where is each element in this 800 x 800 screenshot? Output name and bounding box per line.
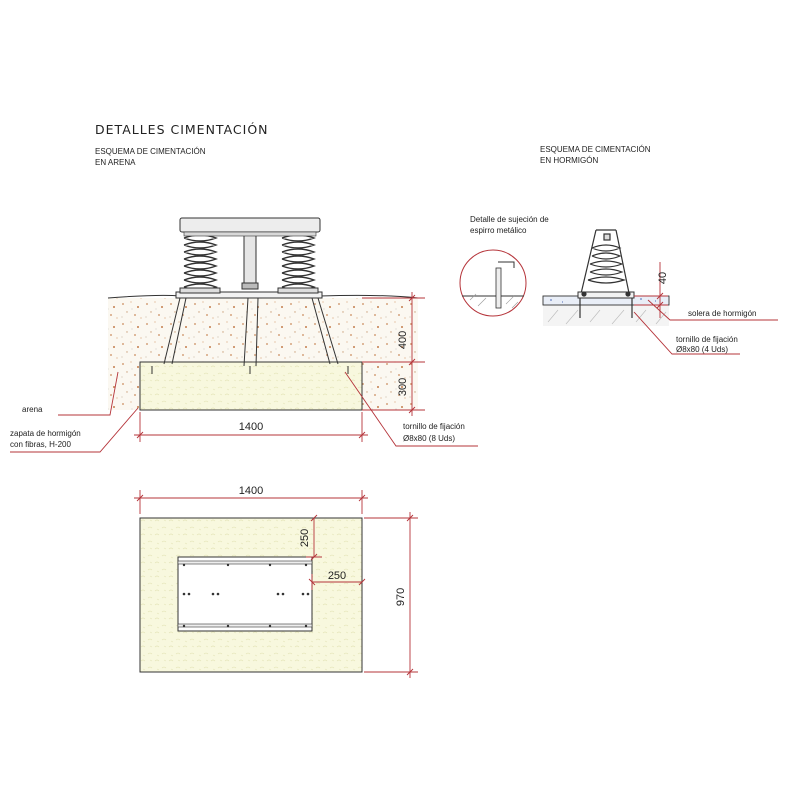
dim-offset-side-250: 250 bbox=[328, 570, 346, 582]
label-bolt-left-line2: Ø8x80 (8 Uds) bbox=[403, 434, 455, 443]
left-heading-line1: ESQUEMA DE CIMENTACIÓN bbox=[95, 147, 206, 156]
plan-view: 1400 970 250 250 bbox=[134, 485, 418, 678]
label-bolt-left-line1: tornillo de fijación bbox=[403, 422, 465, 431]
concrete-section: Detalle de sujeción de espirro metálico … bbox=[459, 215, 778, 355]
label-footing-line2: con fibras, H-200 bbox=[10, 440, 71, 449]
label-sand: arena bbox=[22, 405, 43, 414]
anchor-post-left bbox=[163, 297, 187, 365]
drawing-title: DETALLES CIMENTACIÓN bbox=[95, 122, 269, 137]
label-bolt-right-line2: Ø8x80 (4 Uds) bbox=[676, 345, 728, 354]
frame-tower bbox=[579, 229, 631, 299]
ground-hatch bbox=[543, 304, 669, 326]
spring-mount-left bbox=[179, 287, 221, 294]
dim-width-1400-plan: 1400 bbox=[239, 485, 263, 497]
dim-depth-400: 400 bbox=[397, 331, 409, 349]
label-detail-line2: espirro metálico bbox=[470, 226, 527, 235]
dim-slab-40: 40 bbox=[657, 272, 669, 284]
label-slab: solera de hormigón bbox=[688, 309, 756, 318]
plan-base-frame bbox=[177, 556, 313, 632]
label-detail-line1: Detalle de sujeción de bbox=[470, 215, 549, 224]
left-heading-line2: EN ARENA bbox=[95, 158, 136, 167]
seat-top bbox=[179, 217, 321, 233]
dim-offset-top-250: 250 bbox=[299, 529, 311, 547]
detail-circle bbox=[459, 249, 527, 317]
centre-post bbox=[243, 229, 257, 289]
sand-soil bbox=[108, 298, 418, 410]
anchor-post-right bbox=[311, 297, 339, 365]
label-bolt-right-line1: tornillo de fijación bbox=[676, 335, 738, 344]
frame-base bbox=[577, 291, 635, 299]
spring-left bbox=[183, 234, 218, 291]
right-heading-line1: ESQUEMA DE CIMENTACIÓN bbox=[540, 145, 651, 154]
dim-width-1400-section: 1400 bbox=[239, 421, 263, 433]
sand-section: 400 300 1400 arena zapata de hormigón co… bbox=[10, 217, 478, 453]
dim-height-970: 970 bbox=[395, 588, 407, 606]
base-plate bbox=[175, 291, 323, 299]
spring-right bbox=[281, 234, 316, 291]
anchor-post-mid bbox=[243, 297, 259, 367]
plan-bolts bbox=[182, 563, 310, 628]
right-heading-line2: EN HORMIGÓN bbox=[540, 156, 598, 165]
spring-mount-right bbox=[277, 287, 319, 294]
label-footing-line1: zapata de hormigón bbox=[10, 429, 81, 438]
dim-depth-300: 300 bbox=[397, 378, 409, 396]
concrete-footing bbox=[139, 361, 363, 411]
